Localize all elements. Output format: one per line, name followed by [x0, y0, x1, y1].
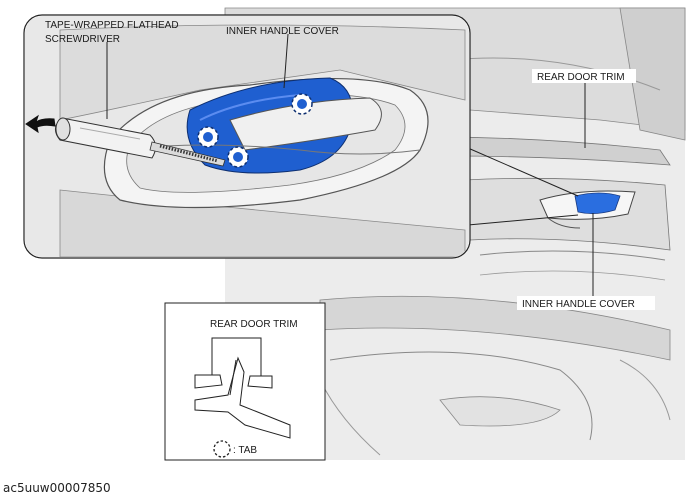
figure-id-caption: ac5uuw00007850 [3, 481, 111, 495]
pry-direction-arrow-icon [25, 114, 56, 134]
inner-handle-cover-label-top: INNER HANDLE COVER [226, 26, 339, 37]
leader-lines [106, 33, 594, 297]
label-bg [532, 69, 636, 83]
label-bg [517, 296, 655, 310]
zoom-line-bottom [467, 214, 579, 226]
cross-section-inset [164, 302, 326, 461]
tab-marker [227, 146, 249, 168]
inner-handle-cover-label-right: INNER HANDLE COVER [522, 299, 635, 310]
tab-legend-label: : TAB [233, 445, 257, 456]
magnified-inset [23, 14, 471, 259]
screwdriver-icon [55, 117, 226, 167]
rear-door-trim-inset-label: REAR DOOR TRIM [210, 319, 298, 330]
screwdriver-label-line1: TAPE-WRAPPED FLATHEAD [45, 20, 179, 31]
zoom-line-top [467, 147, 579, 197]
tab-marker [291, 93, 313, 115]
inner-handle-cover-small [574, 192, 621, 214]
tab-marker [197, 126, 219, 148]
screwdriver-label-line2: SCREWDRIVER [45, 34, 120, 45]
rear-door-trim-label: REAR DOOR TRIM [537, 72, 625, 83]
